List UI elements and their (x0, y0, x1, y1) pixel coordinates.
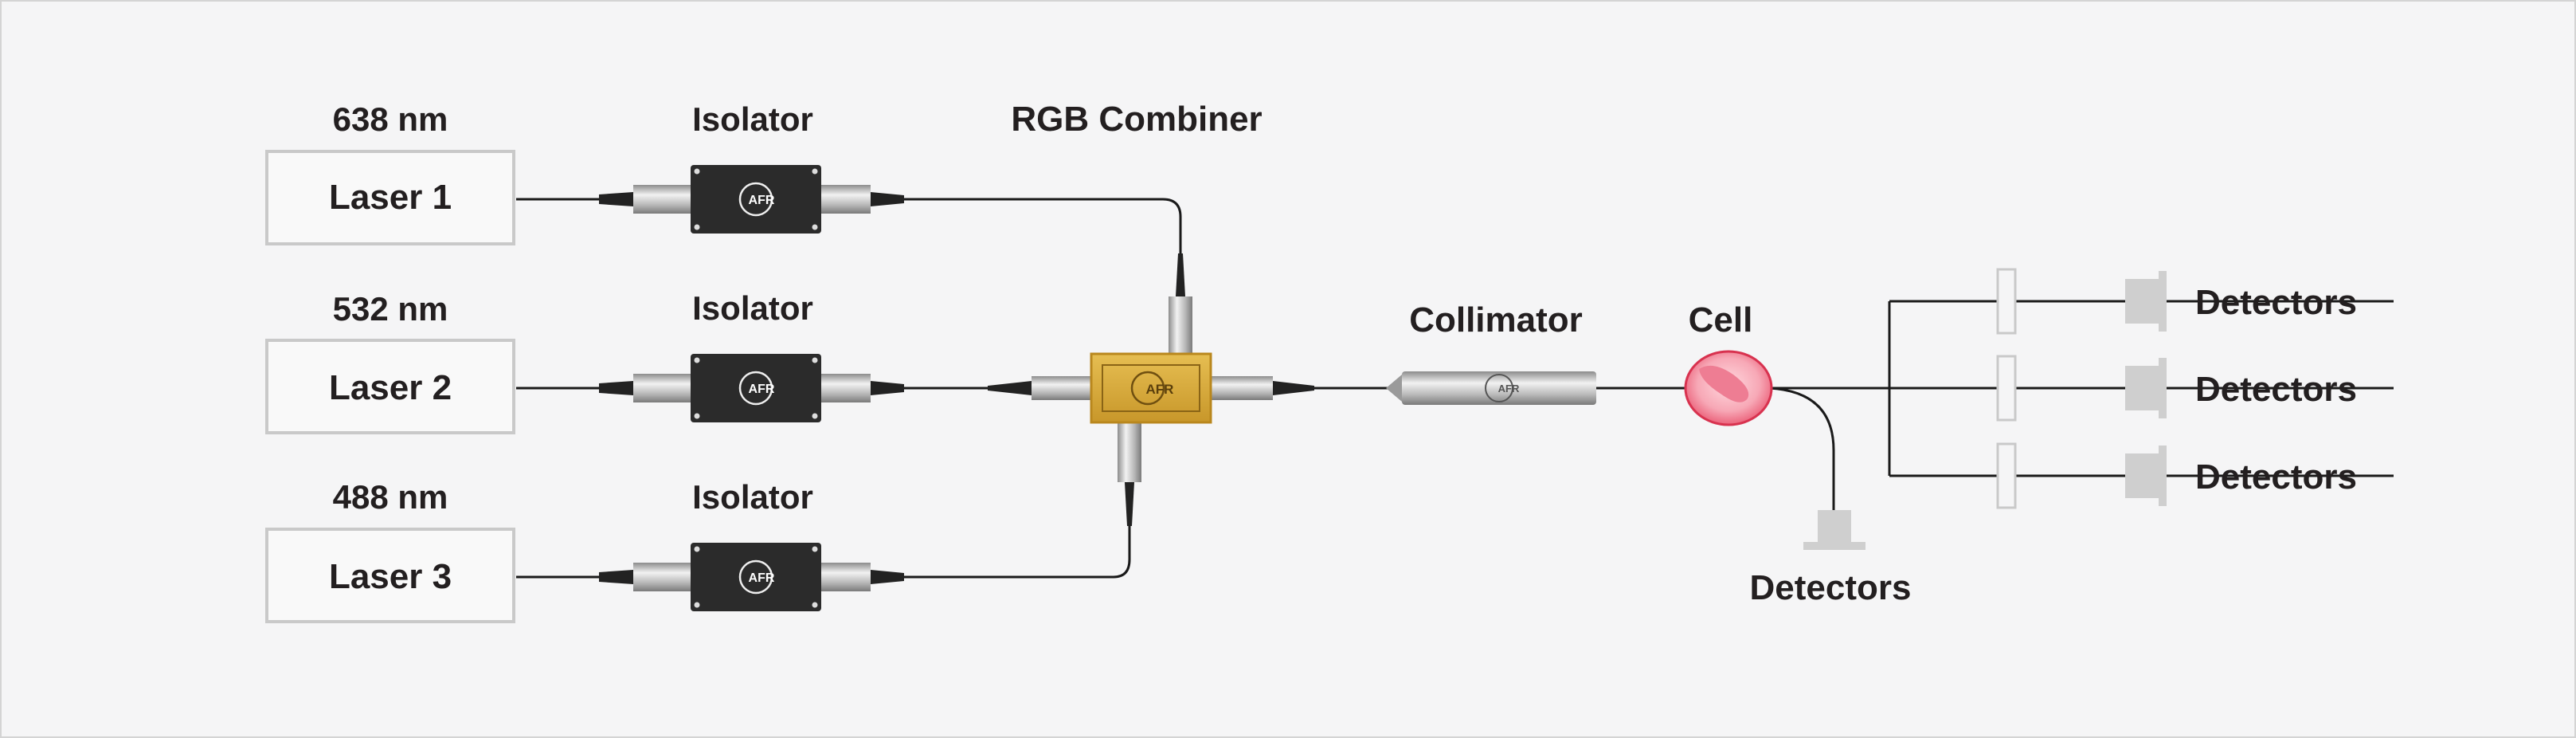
side-detector-3-label: Detectors (2195, 457, 2357, 497)
cell: Cell (1684, 300, 1773, 426)
side-detector-1-label: Detectors (2195, 283, 2357, 322)
isolator-1-label: Isolator (692, 100, 813, 138)
isolator-1-logo: AFR (749, 194, 775, 207)
laser-3: Laser 3 488 nm (265, 478, 515, 623)
side-detector-2-label: Detectors (2195, 370, 2357, 409)
side-detector-3: Detectors (1996, 442, 2357, 509)
side-detector-2: Detectors (1996, 355, 2357, 422)
laser-3-label: Laser 3 (329, 557, 452, 596)
isolator-3-logo: AFR (749, 571, 775, 585)
isolator-1: AFR Isolator (599, 100, 904, 234)
collimator-logo: AFR (1498, 383, 1520, 395)
laser-1: Laser 1 638 nm (265, 100, 515, 245)
laser-1-label: Laser 1 (329, 178, 452, 217)
laser-2-wavelength: 532 nm (333, 290, 448, 328)
isolator-2: AFR Isolator (599, 289, 904, 422)
isolator-3: AFR Isolator (599, 478, 904, 611)
isolator-3-label: Isolator (692, 478, 813, 516)
collimator-label: Collimator (1409, 300, 1583, 340)
cell-label: Cell (1689, 300, 1753, 340)
combiner-logo: AFR (1146, 382, 1174, 397)
isolator-2-label: Isolator (692, 289, 813, 327)
side-detector-1: Detectors (1996, 268, 2357, 335)
combiner-label: RGB Combiner (1011, 100, 1262, 139)
laser-1-wavelength: 638 nm (333, 100, 448, 138)
laser-3-wavelength: 488 nm (333, 478, 448, 516)
collimator: AFR Collimator (1386, 300, 1596, 405)
forward-detector-label: Detectors (1750, 568, 1912, 607)
rgb-combiner: AFR RGB Combiner (988, 100, 1314, 526)
laser-2-label: Laser 2 (329, 368, 452, 407)
laser-2: Laser 2 532 nm (265, 290, 515, 434)
isolator-2-logo: AFR (749, 383, 775, 396)
forward-detector: Detectors (1750, 510, 1912, 607)
